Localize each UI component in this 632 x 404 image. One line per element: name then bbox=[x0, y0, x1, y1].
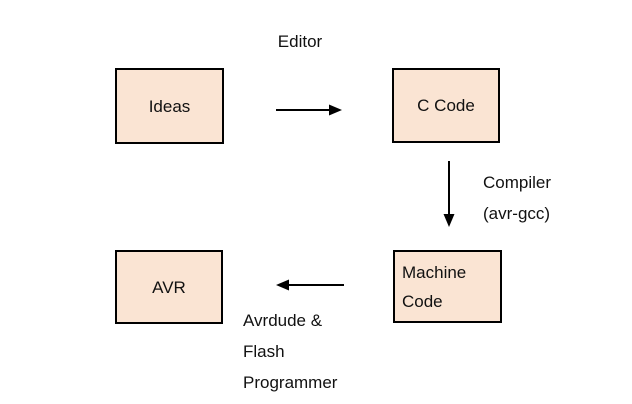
node-ideas-label: Ideas bbox=[148, 96, 191, 116]
edge-label-compiler: Compiler (avr-gcc) bbox=[483, 167, 551, 229]
arrow-left-icon bbox=[276, 279, 344, 291]
edge-label-compiler-line1: Compiler bbox=[483, 173, 552, 192]
edge-label-compiler-line2: (avr-gcc) bbox=[483, 204, 551, 223]
node-avr-label: AVR bbox=[152, 277, 186, 297]
edge-label-avrdude-line2: Flash bbox=[243, 342, 285, 361]
edge-label-avrdude: Avrdude & Flash Programmer bbox=[243, 305, 337, 398]
node-ideas: Ideas bbox=[115, 68, 224, 144]
edge-label-avrdude-line1: Avrdude & bbox=[243, 311, 323, 330]
edge-label-avrdude-line3: Programmer bbox=[243, 373, 338, 392]
node-c-code-label: C Code bbox=[417, 96, 475, 115]
edge-label-editor: Editor bbox=[277, 32, 323, 51]
arrow-right-icon bbox=[276, 104, 342, 116]
node-machine-code-label: Machine Code bbox=[402, 262, 467, 311]
arrow-down-icon bbox=[443, 161, 455, 227]
node-c-code: C Code bbox=[392, 68, 500, 143]
node-avr: AVR bbox=[115, 250, 223, 324]
node-machine-code: Machine Code bbox=[393, 250, 502, 323]
